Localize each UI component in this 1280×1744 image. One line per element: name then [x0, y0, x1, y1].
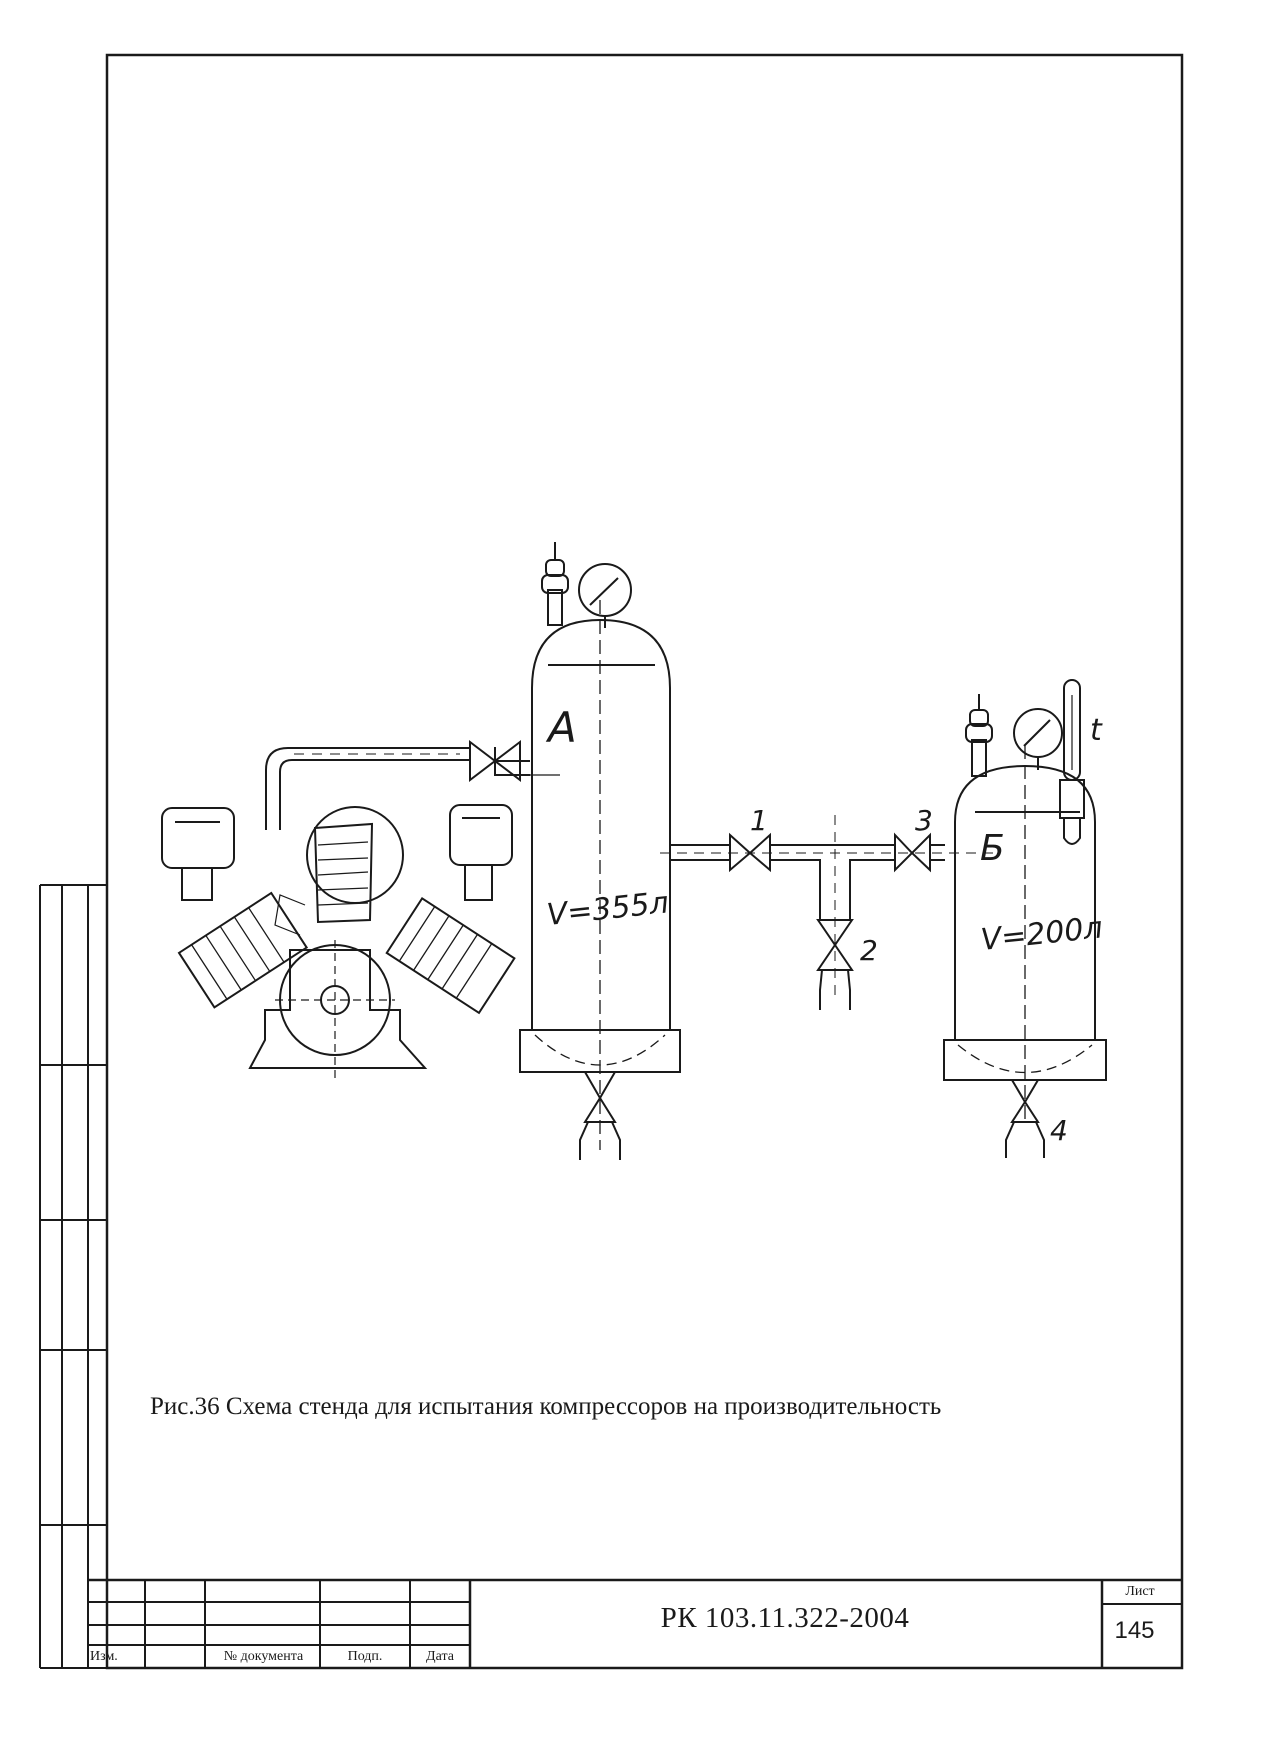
valve-2 — [816, 919, 854, 1010]
thermometer-label: t — [1090, 713, 1103, 748]
receiver-a-volume: V=355л — [545, 885, 670, 933]
column-revision: Изм. — [90, 1649, 118, 1664]
receiver-a-fittings — [541, 542, 632, 628]
receiver-b — [943, 745, 1107, 1158]
discharge-pipe — [265, 747, 530, 830]
valve-3-label: 3 — [915, 804, 933, 837]
document-code: РК 103.11.322-2004 — [660, 1602, 910, 1634]
valve-4-label: 4 — [1050, 1114, 1068, 1147]
valve-1 — [729, 832, 771, 873]
receiver-a-label: А — [545, 703, 577, 752]
column-document-number: № документа — [223, 1649, 304, 1664]
title-block-grid — [88, 1578, 1182, 1668]
compressor — [161, 804, 516, 1078]
valve-1-label: 1 — [750, 804, 768, 837]
inlet-valve — [469, 739, 521, 783]
valve-2-label: 2 — [860, 934, 878, 967]
receiver-b-volume: V=200л — [979, 910, 1104, 958]
drawing-frame — [39, 53, 1184, 1670]
receiver-a — [515, 600, 681, 1160]
receiver-b-label: Б — [980, 828, 1005, 869]
sheet-number: 145 — [1114, 1617, 1155, 1644]
valve-3 — [894, 832, 931, 873]
receiver-b-fittings — [965, 679, 1085, 845]
column-signature: Подп. — [347, 1649, 383, 1664]
column-date: Дата — [426, 1649, 454, 1664]
sheet-label: Лист — [1125, 1584, 1155, 1599]
connecting-pipe — [660, 815, 1000, 1000]
figure-caption: Рис.36 Схема стенда для испытания компре… — [150, 1393, 942, 1420]
